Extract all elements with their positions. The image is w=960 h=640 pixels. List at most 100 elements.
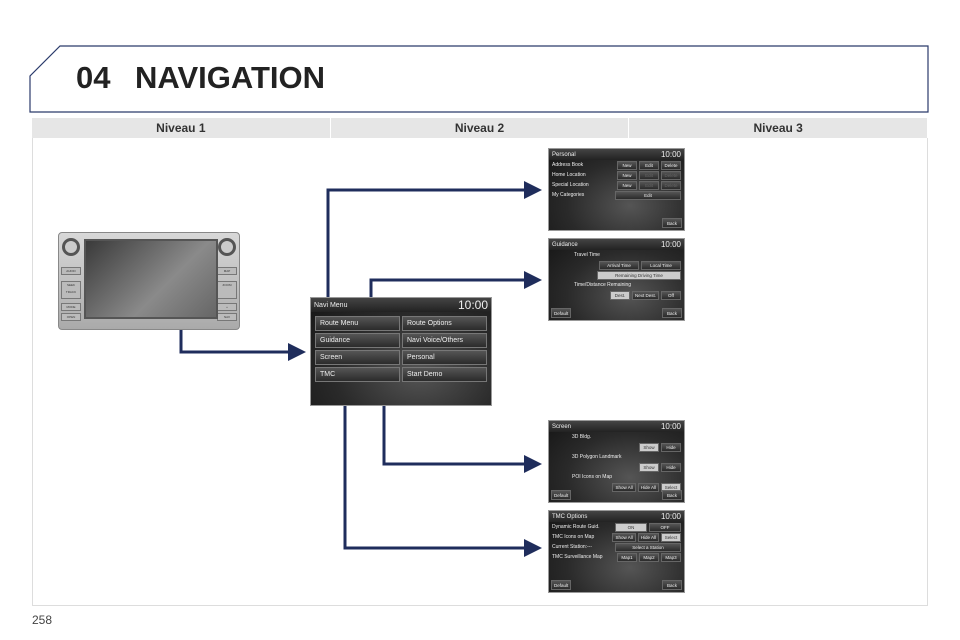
screen-title: Guidance bbox=[552, 241, 578, 248]
clock: 10:00 bbox=[660, 150, 681, 159]
row-label: Home Location bbox=[552, 172, 586, 178]
travel-time-label: Travel Time bbox=[574, 252, 600, 258]
head-unit-device: AUDIO SEEK TRACK MODE OPEN MAP ZOOM + NA… bbox=[58, 232, 240, 330]
back-button: Back bbox=[662, 308, 682, 318]
dest-button: Dest. bbox=[609, 290, 630, 300]
clock: 10:00 bbox=[660, 512, 681, 521]
page-number: 258 bbox=[32, 613, 53, 627]
row-label: TMC Icons on Map bbox=[552, 534, 595, 540]
local-time-button: Local Time bbox=[641, 260, 681, 270]
off-button: OFF bbox=[649, 522, 681, 532]
table-header: Niveau 1 Niveau 2 Niveau 3 bbox=[32, 118, 929, 138]
device-display bbox=[84, 239, 218, 319]
mode-button: MODE bbox=[61, 303, 81, 311]
map1-button: Map1 bbox=[617, 552, 637, 562]
delete-button: Delete bbox=[661, 160, 681, 170]
hide-button: Hide bbox=[661, 442, 681, 452]
seek-track-button: SEEK TRACK bbox=[61, 281, 81, 299]
arrival-time-button: Arrival Time bbox=[599, 260, 639, 270]
delete-button: Delete bbox=[661, 180, 681, 190]
show-button: Show bbox=[639, 442, 659, 452]
screen-title: Navi Menu bbox=[314, 301, 348, 309]
open-button: OPEN bbox=[61, 313, 81, 321]
table-body bbox=[32, 138, 928, 606]
3d-bldg-label: 3D Bldg. bbox=[572, 434, 592, 440]
show-button: Show bbox=[639, 462, 659, 472]
map2-button: Map2 bbox=[639, 552, 659, 562]
nav-button: NAV bbox=[217, 313, 237, 321]
tune-knob bbox=[218, 238, 236, 256]
arrow-to-tmc bbox=[343, 406, 542, 557]
arrow-to-screen bbox=[382, 406, 542, 473]
off-button: Off bbox=[661, 290, 681, 300]
new-button: New bbox=[617, 170, 637, 180]
row-label: Address Book bbox=[552, 162, 584, 168]
show-all-button: Show All bbox=[612, 482, 636, 492]
back-button: Back bbox=[662, 580, 682, 590]
arrow-to-navi-menu bbox=[179, 330, 306, 361]
column-level-1: Niveau 1 bbox=[32, 118, 331, 138]
column-level-3: Niveau 3 bbox=[629, 118, 929, 138]
personal-button: Personal bbox=[402, 350, 487, 365]
screen-title: Screen bbox=[552, 423, 572, 430]
row-label: Special Location bbox=[552, 182, 589, 188]
edit-button: Edit bbox=[639, 170, 659, 180]
hide-all-button: Hide All bbox=[637, 482, 659, 492]
hide-button: Hide bbox=[661, 462, 681, 472]
back-button: Back bbox=[662, 490, 682, 500]
screen-title: Personal bbox=[552, 151, 576, 158]
arrow-to-guidance bbox=[369, 271, 542, 297]
arrow-to-personal bbox=[326, 181, 542, 297]
clock: 10:00 bbox=[457, 298, 488, 312]
edit-button: Edit bbox=[639, 160, 659, 170]
delete-button: Delete bbox=[661, 170, 681, 180]
on-button: ON bbox=[615, 522, 647, 532]
back-button: Back bbox=[662, 218, 682, 228]
default-button: Default bbox=[551, 490, 572, 500]
row-label: Current Station:--- bbox=[552, 544, 593, 550]
next-dest-button: Next Dest. bbox=[631, 290, 659, 300]
row-label: My Categories bbox=[552, 192, 585, 198]
header-frame bbox=[29, 45, 929, 113]
show-all-button: Show All bbox=[612, 532, 636, 542]
clock: 10:00 bbox=[660, 240, 681, 249]
poi-icons-label: POI Icons on Map bbox=[572, 474, 613, 480]
row-label: Dynamic Route Guid. bbox=[552, 524, 600, 530]
default-button: Default bbox=[551, 580, 572, 590]
route-options-button: Route Options bbox=[402, 316, 487, 331]
remaining-time-button: Remaining Driving Time bbox=[597, 270, 681, 280]
hide-all-button: Hide All bbox=[637, 532, 659, 542]
column-level-2: Niveau 2 bbox=[331, 118, 630, 138]
default-button: Default bbox=[551, 308, 572, 318]
edit-button: Edit bbox=[639, 180, 659, 190]
guidance-button: Guidance bbox=[315, 333, 400, 348]
clock: 10:00 bbox=[660, 422, 681, 431]
chapter-title: NAVIGATION bbox=[135, 60, 326, 95]
select-station-button: Select a Station bbox=[615, 542, 681, 552]
select-button: Select bbox=[661, 532, 681, 542]
route-menu-button: Route Menu bbox=[315, 316, 400, 331]
plus-button: + bbox=[217, 303, 237, 311]
map-button: MAP bbox=[217, 267, 237, 275]
time-distance-label: Time/Distance Remaining bbox=[574, 282, 632, 288]
start-demo-button: Start Demo bbox=[402, 367, 487, 382]
3d-polygon-label: 3D Polygon Landmark bbox=[572, 454, 622, 460]
new-button: New bbox=[617, 180, 637, 190]
audio-button: AUDIO bbox=[61, 267, 81, 275]
screen-title: TMC Options bbox=[552, 513, 588, 520]
new-button: New bbox=[617, 160, 637, 170]
zoom-button: ZOOM bbox=[217, 281, 237, 299]
volume-knob bbox=[62, 238, 80, 256]
chapter-number: 04 bbox=[76, 60, 111, 95]
screen-button: Screen bbox=[315, 350, 400, 365]
row-label: TMC Surveillance Map bbox=[552, 554, 603, 560]
edit-button: Edit bbox=[615, 190, 681, 200]
tmc-button: TMC bbox=[315, 367, 400, 382]
map3-button: Map3 bbox=[661, 552, 681, 562]
